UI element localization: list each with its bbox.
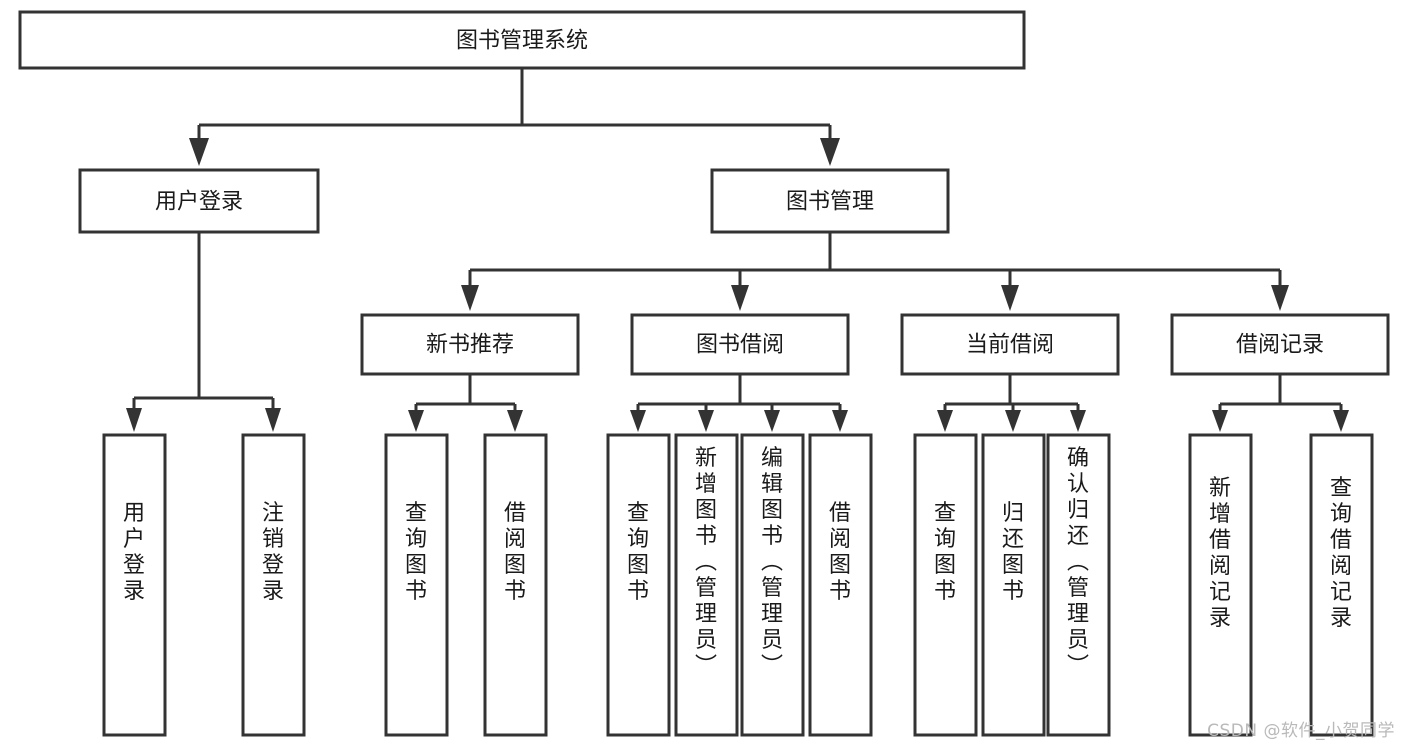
- node-root-system-label: 图书管理系统: [456, 29, 588, 54]
- leaf-node-logout-label: 注销登录: [262, 501, 284, 604]
- leaf-node-borrow-book-newbook-label: 借阅图书: [504, 501, 526, 604]
- node-book-management-label: 图书管理: [786, 190, 874, 215]
- leaf-node-edit-book-admin[interactable]: 编辑图书︵管理员︶: [740, 433, 805, 737]
- leaf-node-return-book-box: [981, 433, 1046, 737]
- node-user-login[interactable]: 用户登录: [78, 168, 320, 234]
- arrow-head-bookmgmt-2: [731, 285, 749, 311]
- arrow-head-currentborrow-2: [1005, 410, 1021, 432]
- node-book-borrow-label: 图书借阅: [696, 333, 784, 358]
- leaf-node-edit-book-admin-label: 编辑图书︵管理员︶: [761, 446, 783, 679]
- node-new-book-recommend-label: 新书推荐: [426, 333, 514, 358]
- node-new-book-recommend[interactable]: 新书推荐: [360, 313, 580, 376]
- leaf-node-confirm-return-admin-box: [1046, 433, 1111, 737]
- arrow-head-borrowrecord-1: [1212, 410, 1228, 432]
- node-new-book-recommend-box: [360, 313, 580, 376]
- leaf-node-logout-box: [241, 433, 306, 737]
- leaf-node-search-book-borrow[interactable]: 查询图书: [606, 433, 671, 737]
- arrow-head-userlogin-1: [126, 408, 142, 432]
- leaf-node-user-login[interactable]: 用户登录: [102, 433, 167, 737]
- connector-group-new-book: [408, 374, 523, 432]
- arrow-head-bookborrow-1: [630, 410, 646, 432]
- leaf-node-search-book-current-box: [913, 433, 978, 737]
- node-user-login-box: [78, 168, 320, 234]
- leaf-node-search-book-newbook-box: [384, 433, 449, 737]
- node-current-borrow[interactable]: 当前借阅: [900, 313, 1120, 376]
- node-borrow-record-box: [1170, 313, 1390, 376]
- arrow-head-currentborrow-1: [937, 410, 953, 432]
- arrow-head-bookborrow-2: [698, 410, 714, 432]
- leaf-node-search-book-newbook-label: 查询图书: [405, 501, 427, 604]
- arrow-head-bookmgmt-1: [461, 285, 479, 311]
- leaf-node-confirm-return-admin[interactable]: 确认归还︵管理员︶: [1046, 433, 1111, 737]
- leaf-node-add-book-admin-box: [674, 433, 739, 737]
- node-book-management[interactable]: 图书管理: [710, 168, 950, 234]
- connector-group-book-mgmt: [461, 232, 1289, 311]
- connector-group-borrow-record: [1212, 374, 1349, 432]
- arrow-head-borrowrecord-2: [1333, 410, 1349, 432]
- leaf-node-search-book-borrow-box: [606, 433, 671, 737]
- leaf-node-user-login-label: 用户登录: [123, 501, 145, 604]
- leaf-node-search-book-current[interactable]: 查询图书: [913, 433, 978, 737]
- leaf-node-return-book[interactable]: 归还图书: [981, 433, 1046, 737]
- leaf-node-borrow-book-box: [808, 433, 873, 737]
- arrow-head-currentborrow-3: [1070, 410, 1086, 432]
- arrow-head-newbook-1: [408, 410, 424, 432]
- leaf-node-add-book-admin[interactable]: 新增图书︵管理员︶: [674, 433, 739, 737]
- leaf-node-add-book-admin-label: 新增图书︵管理员︶: [695, 446, 717, 679]
- leaf-node-add-borrow-record-box: [1188, 433, 1253, 737]
- node-current-borrow-label: 当前借阅: [966, 333, 1054, 358]
- leaf-node-confirm-return-admin-label: 确认归还︵管理员︶: [1067, 446, 1089, 679]
- leaf-node-add-borrow-record[interactable]: 新增借阅记录: [1188, 433, 1253, 737]
- node-book-borrow-box: [630, 313, 850, 376]
- connector-group-root: [189, 68, 840, 166]
- leaf-node-search-borrow-record-box: [1309, 433, 1374, 737]
- arrow-head-userlogin-2: [265, 408, 281, 432]
- arrow-head-newbook-2: [507, 410, 523, 432]
- arrow-head-bookborrow-3: [764, 410, 780, 432]
- leaf-node-search-borrow-record-label: 查询借阅记录: [1330, 476, 1352, 631]
- node-book-borrow[interactable]: 图书借阅: [630, 313, 850, 376]
- connector-group-user-login: [126, 232, 281, 432]
- arrow-head-root-1: [189, 138, 209, 166]
- node-user-login-label: 用户登录: [155, 190, 243, 215]
- leaf-node-borrow-book[interactable]: 借阅图书: [808, 433, 873, 737]
- arrow-head-root-2: [820, 138, 840, 166]
- leaf-node-search-book-newbook[interactable]: 查询图书: [384, 433, 449, 737]
- leaf-node-add-borrow-record-label: 新增借阅记录: [1209, 476, 1231, 631]
- leaf-node-user-login-box: [102, 433, 167, 737]
- node-borrow-record-label: 借阅记录: [1236, 333, 1324, 358]
- leaf-node-edit-book-admin-box: [740, 433, 805, 737]
- arrow-head-bookmgmt-4: [1271, 285, 1289, 311]
- node-root-system[interactable]: 图书管理系统: [18, 10, 1026, 70]
- leaf-node-return-book-label: 归还图书: [1002, 501, 1024, 604]
- connector-group-book-borrow: [630, 374, 848, 432]
- node-borrow-record[interactable]: 借阅记录: [1170, 313, 1390, 376]
- arrow-head-bookmgmt-3: [1001, 285, 1019, 311]
- leaf-node-search-book-current-label: 查询图书: [934, 501, 956, 604]
- node-root-system-box: [18, 10, 1026, 70]
- arrow-head-bookborrow-4: [832, 410, 848, 432]
- node-book-management-box: [710, 168, 950, 234]
- leaf-node-borrow-book-newbook[interactable]: 借阅图书: [483, 433, 548, 737]
- leaf-node-search-borrow-record[interactable]: 查询借阅记录: [1309, 433, 1374, 737]
- leaf-node-borrow-book-newbook-box: [483, 433, 548, 737]
- node-current-borrow-box: [900, 313, 1120, 376]
- leaf-node-borrow-book-label: 借阅图书: [829, 501, 851, 604]
- leaf-node-search-book-borrow-label: 查询图书: [627, 501, 649, 604]
- connector-group-current-borrow: [937, 374, 1086, 432]
- leaf-node-logout[interactable]: 注销登录: [241, 433, 306, 737]
